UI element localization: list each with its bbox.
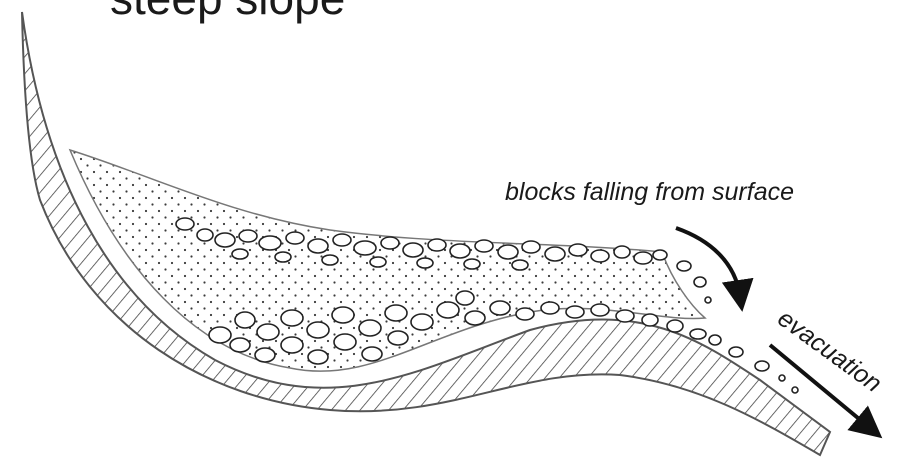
blocks-falling-label: blocks falling from surface — [505, 178, 794, 206]
diagram-title: steep slope — [110, 0, 345, 24]
evacuation-label: evacuation — [772, 304, 886, 398]
